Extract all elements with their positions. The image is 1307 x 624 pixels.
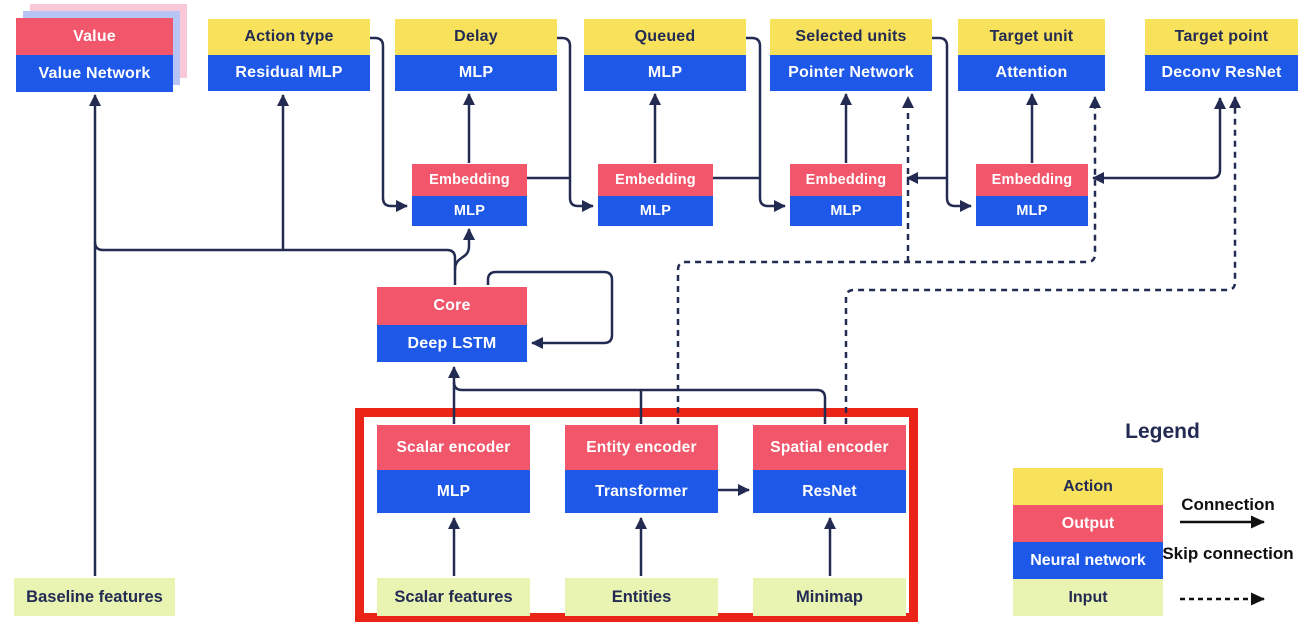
spatial-encoder-block: Spatial encoder ResNet (753, 425, 906, 513)
head-delay: Delay MLP (395, 19, 557, 91)
input-scalar-features: Scalar features (377, 578, 530, 616)
input-entities: Entities (565, 578, 718, 616)
core-label: Core (377, 287, 527, 325)
embedding-1-label: Embedding (412, 164, 527, 196)
head-action-type-label: Action type (208, 19, 370, 55)
conn-core-fanout-horizontal (93, 241, 457, 285)
value-network-label: Value Network (16, 55, 173, 92)
conn-core-to-embedding1 (453, 228, 475, 271)
embedding-block-4: Embedding MLP (976, 164, 1088, 226)
value-head-block: Value Value Network (16, 18, 173, 92)
skip-connections (676, 96, 1241, 424)
embedding-block-2: Embedding MLP (598, 164, 713, 226)
scalar-encoder-network: MLP (377, 470, 530, 513)
head-delay-network: MLP (395, 55, 557, 91)
head-target-point-label: Target point (1145, 19, 1298, 55)
scalar-encoder-label: Scalar encoder (377, 425, 530, 470)
head-target-unit-label: Target unit (958, 19, 1105, 55)
head-queued: Queued MLP (584, 19, 746, 91)
embedding-4-network: MLP (976, 196, 1088, 226)
embedding-block-3: Embedding MLP (790, 164, 902, 226)
spatial-encoder-network: ResNet (753, 470, 906, 513)
entity-encoder-block: Entity encoder Transformer (565, 425, 718, 513)
core-network-label: Deep LSTM (377, 325, 527, 362)
embedding-block-1: Embedding MLP (412, 164, 527, 226)
legend-title: Legend (1125, 420, 1200, 443)
entity-encoder-label: Entity encoder (565, 425, 718, 470)
value-label: Value (16, 18, 173, 55)
spatial-encoder-label: Spatial encoder (753, 425, 906, 470)
legend-item-input: Input (1013, 579, 1163, 616)
skip-spatial-to-deconv (844, 96, 1241, 424)
embedding-3-network: MLP (790, 196, 902, 226)
head-selected-units: Selected units Pointer Network (770, 19, 932, 91)
input-baseline-features: Baseline features (14, 578, 175, 616)
embedding-3-label: Embedding (790, 164, 902, 196)
scalar-encoder-block: Scalar encoder MLP (377, 425, 530, 513)
head-delay-label: Delay (395, 19, 557, 55)
legend-connection-label: Connection (1181, 495, 1275, 514)
head-queued-label: Queued (584, 19, 746, 55)
head-queued-network: MLP (584, 55, 746, 91)
skip-entity-to-attention (676, 96, 1101, 424)
head-selected-units-label: Selected units (770, 19, 932, 55)
head-target-unit: Target unit Attention (958, 19, 1105, 91)
input-minimap: Minimap (753, 578, 906, 616)
embedding-2-network: MLP (598, 196, 713, 226)
head-action-type: Action type Residual MLP (208, 19, 370, 91)
entity-encoder-network: Transformer (565, 470, 718, 513)
embedding-1-network: MLP (412, 196, 527, 226)
embedding-2-label: Embedding (598, 164, 713, 196)
head-target-point: Target point Deconv ResNet (1145, 19, 1298, 91)
head-action-type-network: Residual MLP (208, 55, 370, 91)
embedding-4-label: Embedding (976, 164, 1088, 196)
legend-skip-connection-label: Skip connection (1162, 544, 1294, 563)
head-selected-units-network: Pointer Network (770, 55, 932, 91)
head-target-unit-network: Attention (958, 55, 1105, 91)
core-block: Core Deep LSTM (377, 287, 527, 362)
legend-item-output: Output (1013, 505, 1163, 542)
legend-item-action: Action (1013, 468, 1163, 505)
legend-item-neural-network: Neural network (1013, 542, 1163, 579)
head-target-point-network: Deconv ResNet (1145, 55, 1298, 91)
conn-embedding4-to-deconv (1211, 97, 1226, 180)
